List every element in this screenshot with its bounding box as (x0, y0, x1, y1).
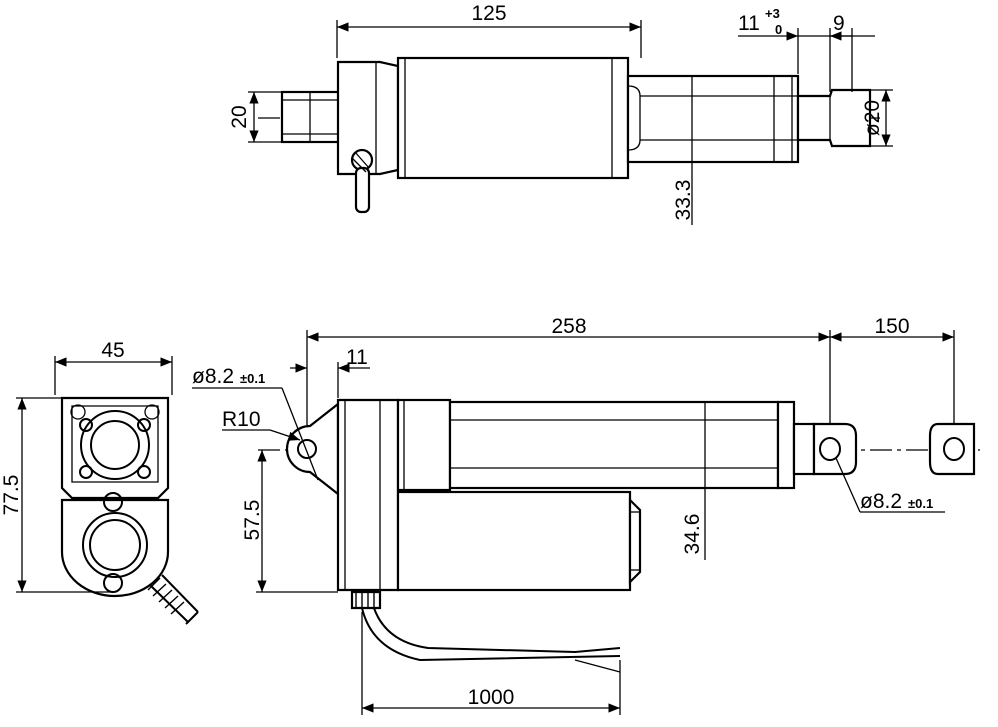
top-outer-tube (626, 74, 800, 164)
radius-label: R10 (222, 408, 261, 431)
side-motor (396, 490, 632, 592)
end-flange (60, 396, 170, 500)
front-hole-tol: ±0.1 (908, 496, 933, 511)
dim-rod-end-label: 9 (833, 12, 845, 35)
dim-cable-length-label: 1000 (468, 686, 515, 709)
side-gearbox (336, 398, 400, 592)
dim-hole-offset-label: 11 (346, 346, 368, 369)
rear-clevis (285, 401, 340, 497)
side-cable (350, 590, 621, 673)
side-rod-end (812, 422, 858, 476)
dim-tube-height-label: 33.3 (672, 180, 695, 221)
top-view: 125 11 +3 0 9 20 ø20 33.3 (228, 2, 893, 225)
dim-width-label: 45 (101, 339, 124, 362)
top-cable-gland (350, 148, 374, 214)
side-outer-tube (448, 400, 780, 490)
front-hole-label: ø8.2 (860, 490, 902, 513)
dim-stroke-offset-label: 11 (738, 12, 760, 35)
front-hole (819, 437, 841, 461)
dim-stroke-label: 150 (874, 315, 909, 338)
dim-length-label: 125 (471, 2, 506, 25)
side-rod (792, 422, 816, 476)
top-rod-end (796, 88, 872, 148)
dim-tube-height-side-label: 34.6 (681, 514, 704, 555)
dim-tol-minus: 0 (775, 22, 782, 37)
dim-retracted-length-label: 258 (551, 315, 586, 338)
dim-end-height-label: 20 (228, 105, 251, 128)
end-cable (147, 574, 199, 625)
rear-hole-label: ø8.2 (192, 365, 234, 388)
top-motor (396, 56, 630, 180)
side-view: 258 150 11 ø8.2 ±0.1 R10 ø8.2 ±0.1 57.5 … (192, 315, 980, 715)
dim-rod-dia-label: ø20 (861, 100, 884, 136)
rear-hole (297, 439, 317, 459)
dim-motor-offset-label: 57.5 (241, 500, 264, 541)
end-motor (60, 498, 170, 598)
rear-hole-tol: ±0.1 (240, 371, 265, 386)
side-tube-collar (396, 398, 452, 492)
extended-rod-end (928, 422, 976, 476)
side-tube-cap (776, 400, 796, 490)
end-view: 45 77.5 (0, 339, 199, 625)
dim-height-label: 77.5 (0, 475, 23, 516)
dim-tol-plus: +3 (765, 6, 780, 21)
